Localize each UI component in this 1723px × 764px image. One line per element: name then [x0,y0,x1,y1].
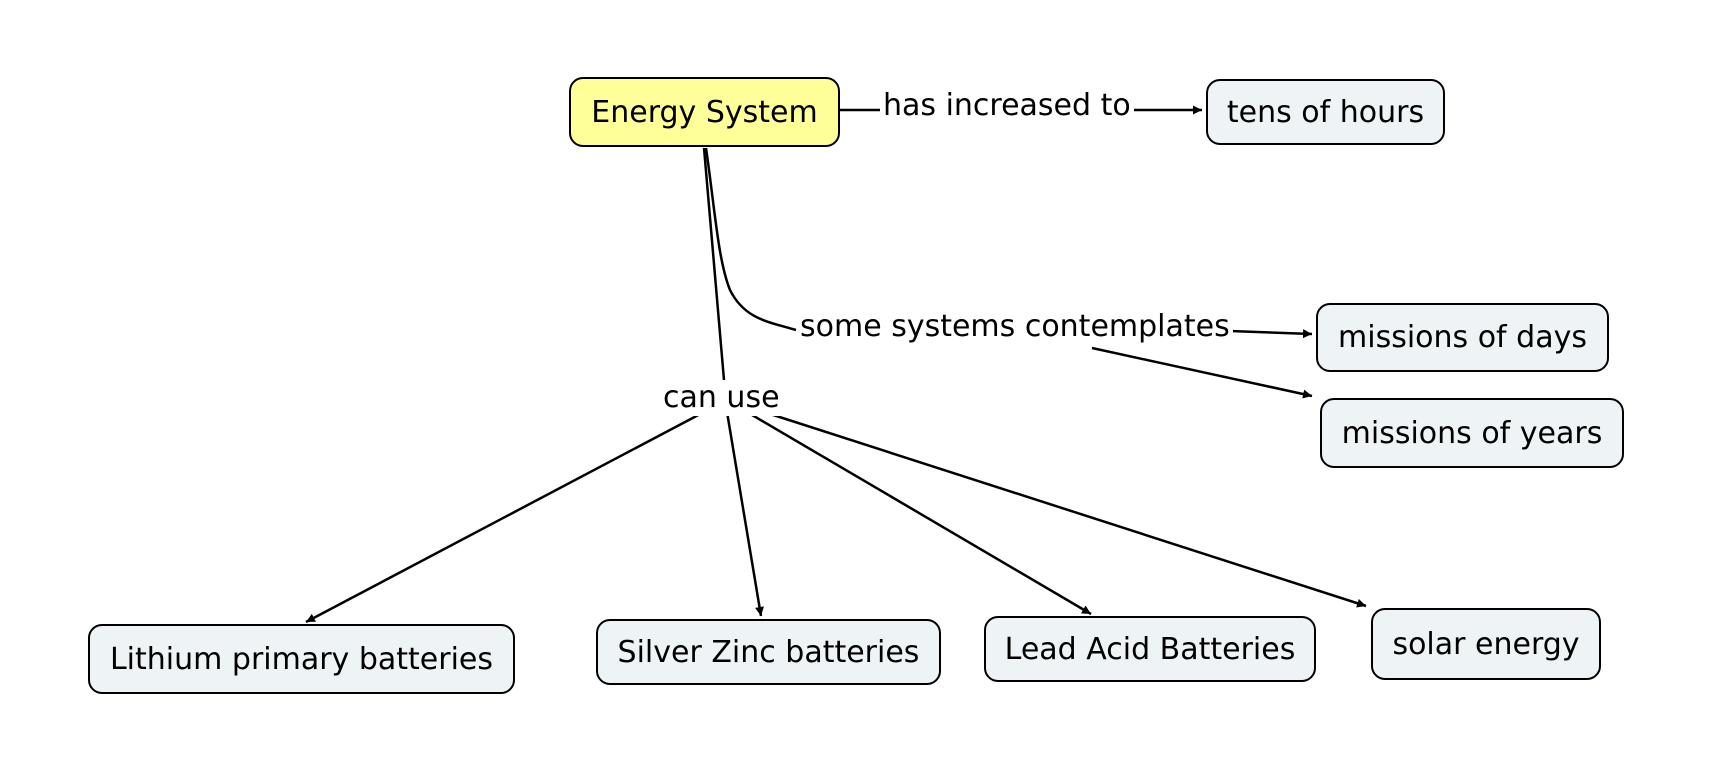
concept-missions-of-days[interactable]: missions of days [1316,303,1609,372]
concept-lead-acid-batteries[interactable]: Lead Acid Batteries [984,616,1316,682]
edge-can-use-to-silver-zinc [725,411,764,617]
link-label-has-increased-to: has increased to [880,88,1134,124]
concept-lithium-primary-batteries[interactable]: Lithium primary batteries [88,624,515,694]
edge-root-to-some-systems [704,147,797,332]
edge-can-use-to-solar [763,410,1367,608]
edge-can-use-to-lithium [305,410,705,624]
edge-root-to-can-use [702,147,726,381]
concept-energy-system[interactable]: Energy System [569,77,840,147]
edge-can-use-to-lead-acid [746,410,1092,616]
concept-tens-of-hours[interactable]: tens of hours [1206,79,1445,145]
link-label-some-systems-contemplates: some systems contemplates [797,309,1233,345]
concept-missions-of-years[interactable]: missions of years [1320,398,1624,468]
edge-some-systems-to-missions-of-years [1091,346,1313,399]
link-label-can-use: can use [660,380,783,416]
concept-solar-energy[interactable]: solar energy [1371,608,1601,680]
edge-some-systems-to-missions-of-days [1229,329,1313,339]
concept-silver-zinc-batteries[interactable]: Silver Zinc batteries [596,619,941,685]
